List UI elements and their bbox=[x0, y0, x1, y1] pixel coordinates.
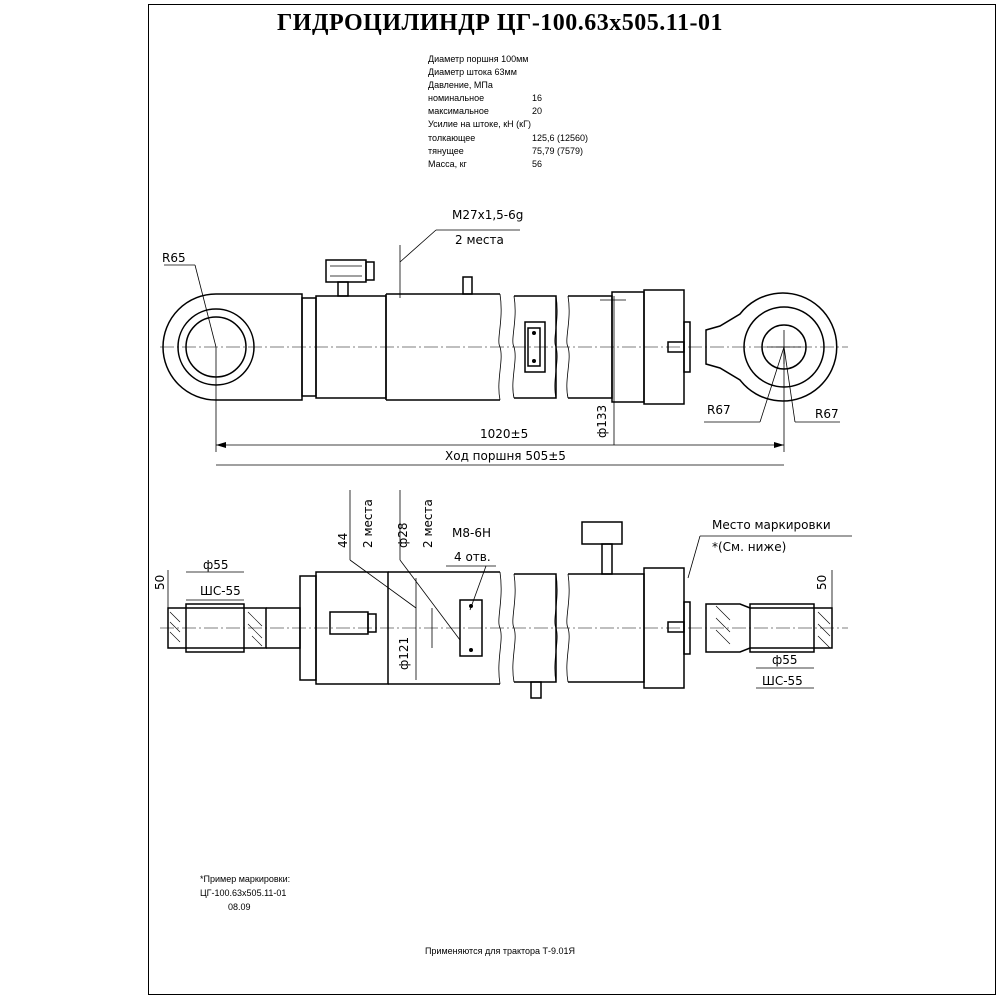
marking-place-label: Место маркировки bbox=[712, 518, 831, 532]
dim-bore-left: ф55 bbox=[203, 558, 229, 572]
spec-label: тянущее bbox=[428, 145, 464, 156]
dim-length: 1020±5 bbox=[480, 427, 528, 441]
spec-value: 20 bbox=[532, 106, 543, 117]
drawing-title: ГИДРОЦИЛИНДР ЦГ-100.63х505.11-01 bbox=[277, 10, 723, 36]
dim-barrel-diameter: ф133 bbox=[595, 405, 609, 438]
spec-label: Диаметр штока 63мм bbox=[428, 67, 517, 78]
dim-radius-eye-2: R67 bbox=[815, 407, 839, 421]
dim-thread-m8-count: 4 отв. bbox=[454, 550, 491, 564]
spec-label: Усилие на штоке, кН (кГ) bbox=[428, 119, 531, 130]
spec-label: толкающее bbox=[428, 132, 476, 143]
spec-label: максимальное bbox=[428, 106, 489, 117]
dim-bearing-right: ШС-55 bbox=[762, 674, 803, 688]
marking-date: 08.09 bbox=[228, 902, 251, 912]
dim-28-count: 2 места bbox=[421, 499, 435, 548]
dim-44: 44 bbox=[336, 533, 350, 548]
spec-label: Диаметр поршня 100мм bbox=[428, 54, 529, 64]
dim-port-thread: M27x1,5-6g bbox=[452, 208, 523, 222]
spec-value: 16 bbox=[532, 93, 543, 104]
marking-heading: *Пример маркировки: bbox=[200, 874, 291, 884]
dim-radius-eye-1: R67 bbox=[707, 403, 731, 417]
marking-example: *Пример маркировки: ЦГ-100.63х505.11-01 … bbox=[200, 872, 290, 914]
dim-barrel-121: ф121 bbox=[397, 637, 411, 670]
drawing-frame bbox=[148, 4, 996, 995]
dim-port-count: 2 места bbox=[455, 233, 504, 247]
dim-radius-rod-end: R65 bbox=[162, 251, 186, 265]
dim-width-left: 50 bbox=[153, 575, 167, 590]
spec-label: Масса, кг bbox=[428, 158, 467, 169]
dim-28: ф28 bbox=[396, 522, 410, 548]
spec-label: номинальное bbox=[428, 93, 485, 104]
marking-place-note: *(См. ниже) bbox=[712, 540, 786, 554]
top-view bbox=[160, 229, 848, 466]
dim-thread-m8: М8-6Н bbox=[452, 526, 491, 540]
spec-value: 125,6 (12560) bbox=[532, 132, 589, 143]
spec-label: Давление, МПа bbox=[428, 80, 493, 91]
spec-value: 75,79 (7579) bbox=[532, 145, 584, 156]
bottom-view bbox=[160, 490, 852, 699]
spec-value: 56 bbox=[532, 158, 543, 169]
dim-bore-right: ф55 bbox=[772, 653, 798, 667]
marking-code: ЦГ-100.63х505.11-01 bbox=[200, 888, 287, 898]
dim-bearing-left: ШС-55 bbox=[200, 584, 241, 598]
dimension-labels: M27x1,5-6g 2 места R65 R67 R67 ф133 1020… bbox=[153, 208, 839, 688]
footer-note: Применяются для трактора Т-9.01Я bbox=[424, 946, 576, 956]
dim-width-right: 50 bbox=[815, 575, 829, 590]
dim-44-count: 2 места bbox=[361, 499, 375, 548]
dim-stroke: Ход поршня 505±5 bbox=[445, 449, 566, 463]
